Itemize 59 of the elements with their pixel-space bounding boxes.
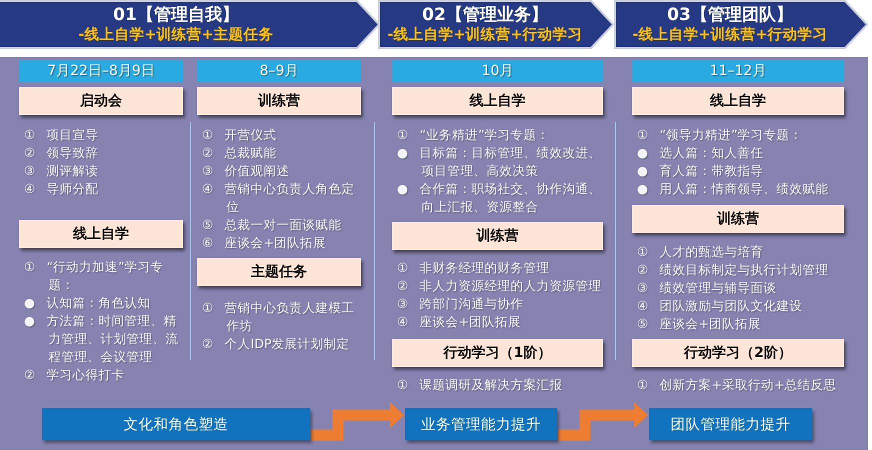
list-item: ④ 座谈会+团队拓展 [397,313,522,331]
outcome-banner: 业务管理能力提升 [405,408,557,440]
list-item: ② 绩效目标制定与执行计划管理 [637,261,830,279]
section-heading: 线上自学 [19,220,183,248]
phase-title: 01【管理自我】 [113,4,239,26]
phase-title: 02【管理业务】 [422,4,548,26]
list-item: ⑥ 座谈会+团队拓展 [202,234,328,252]
list-item: ④ 团队激励与团队文化建设 [637,297,804,315]
list-item: ② 个人IDP发展计划制定 [202,335,351,353]
list-item: ① 开营仪式 [202,126,278,144]
section-heading: 主题任务 [197,258,361,286]
list-item: ② 学习心得打卡 [24,366,126,384]
list-item: ① 营销中心负责人建模工作坊 [202,299,356,335]
list-item: ① “业务精进”学习专题： [397,126,551,144]
list-item: ● 选人篇：知人善任 [637,144,764,162]
phase-title: 03【管理团队】 [667,4,793,26]
list-item: ① 课题调研及解决方案汇报 [397,376,564,394]
list-item: ③ 跨部门沟通与协作 [397,295,525,313]
phase-subtitle: -线上自学+训练营+行动学习 [632,26,828,44]
list-item: ① 创新方案+采取行动+总结反思 [637,376,838,394]
list-item: ③ 价值观阐述 [202,162,291,180]
list-item: ● 方法篇：时间管理、精力管理、计划管理、流程管理、会议管理 [24,312,180,366]
section-heading: 训练营 [632,205,844,233]
section-heading: 行动学习（1阶） [392,339,603,367]
list-item: ● 认知篇：角色认知 [24,294,152,312]
list-item: ④ 导师分配 [24,180,100,198]
date-bar: 7月22日–8月9日 [19,60,183,82]
list-item: ① “行动力加速”学习专题： [24,258,165,294]
list-item: ① 非财务经理的财务管理 [397,259,551,277]
list-item: ① 人才的甄选与培育 [637,243,765,261]
list-item: ● 合作篇：职场社交、协作沟通、向上汇报、资源整合 [397,180,602,216]
date-bar: 11–12月 [632,60,844,82]
section-heading: 线上自学 [392,87,603,115]
list-item: ② 领导致辞 [24,144,100,162]
list-item: ① “领导力精进”学习专题： [637,126,804,144]
phase-subtitle: -线上自学+训练营+主题任务 [78,26,274,44]
outcome-banner: 文化和角色塑造 [42,408,310,440]
date-bar: 10月 [392,60,603,82]
list-item: ⑤ 总裁一对一面谈赋能 [202,216,343,234]
outcome-banner: 团队管理能力提升 [649,408,812,440]
section-heading: 训练营 [392,222,603,250]
list-item: ⑤ 座谈会+团队拓展 [637,315,762,333]
section-heading: 行动学习（2阶） [632,339,844,367]
list-item: ③ 测评解读 [24,162,100,180]
section-heading: 线上自学 [632,87,844,115]
list-item: ① 项目宣导 [24,126,100,144]
elbow-arrow [311,402,404,440]
list-item: ● 目标篇：目标管理、绩效改进、项目管理、高效决策 [397,144,602,180]
list-item: ③ 绩效管理与辅导面谈 [637,279,778,297]
date-bar: 8–9月 [197,60,361,82]
list-item: ② 非人力资源经理的人力资源管理 [397,277,603,295]
phase-subtitle: -线上自学+训练营+行动学习 [387,26,583,44]
section-heading: 训练营 [197,87,361,115]
list-item: ② 总裁赋能 [202,144,278,162]
section-heading: 启动会 [19,87,183,115]
list-item: ● 用人篇：情商领导、绩效赋能 [637,180,830,198]
list-item: ④ 营销中心负责人角色定位 [202,180,356,216]
list-item: ● 育人篇：带教指导 [637,162,764,180]
elbow-arrow [558,402,648,440]
